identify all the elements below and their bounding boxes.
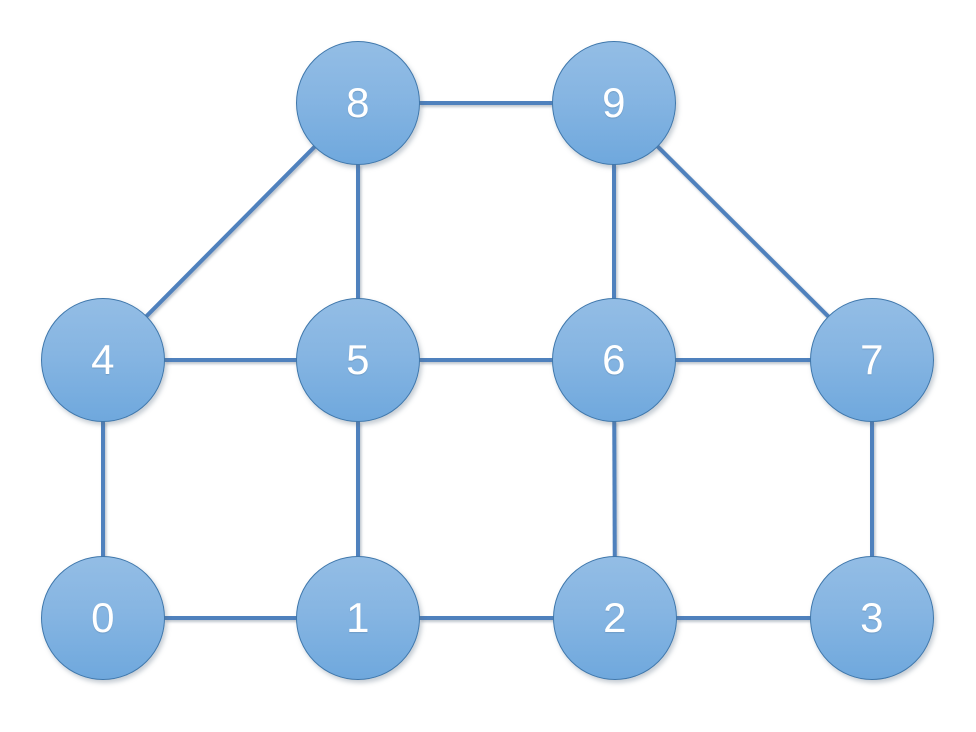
graph-node-3[interactable]: 3 [810,556,934,680]
graph-node-label-8: 8 [346,79,370,126]
graph-node-label-7: 7 [860,336,884,383]
graph-node-9[interactable]: 9 [552,41,676,165]
graph-node-4[interactable]: 4 [41,298,165,422]
graph-node-label-9: 9 [602,79,626,126]
graph-node-label-2: 2 [603,594,627,641]
graph-node-label-0: 0 [91,594,115,641]
graph-node-2[interactable]: 2 [553,556,677,680]
graph-edge-4-8 [144,144,317,319]
graph-node-label-6: 6 [602,336,626,383]
graph-node-0[interactable]: 0 [41,556,165,680]
graph-node-1[interactable]: 1 [296,556,420,680]
graph-edge-7-9 [655,144,831,319]
graph-edge-2-6 [612,420,617,558]
graph-node-label-3: 3 [860,594,884,641]
graph-node-label-1: 1 [346,594,370,641]
graph-node-label-4: 4 [91,336,115,383]
graph-node-8[interactable]: 8 [296,41,420,165]
graph-node-6[interactable]: 6 [552,298,676,422]
graph-node-7[interactable]: 7 [810,298,934,422]
graph-node-5[interactable]: 5 [296,298,420,422]
graph-node-label-5: 5 [346,336,370,383]
